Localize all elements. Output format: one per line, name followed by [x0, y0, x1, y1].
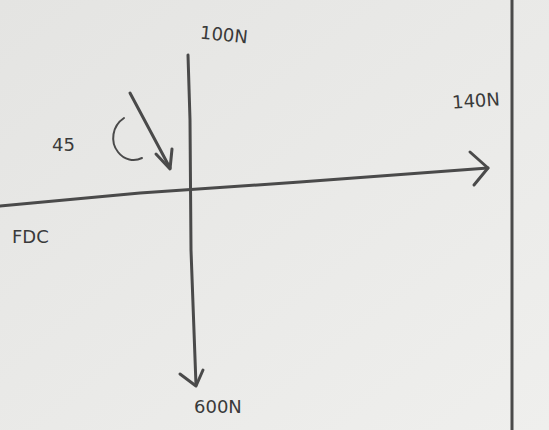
force-label: 140N: [451, 90, 500, 111]
angle-label: 45: [52, 136, 75, 154]
angle-arc: [113, 118, 142, 160]
horizontal-force-line: [0, 168, 488, 206]
wall-line: [511, 0, 514, 430]
vertical-force-line: [188, 55, 196, 385]
force-label: 600N: [194, 398, 242, 416]
force-label: 100N: [199, 24, 248, 47]
diagonal-force-arrow: [130, 93, 170, 168]
diagonal-arrowhead: [156, 149, 172, 169]
force-name-label: FDC: [12, 228, 49, 246]
downward-arrowhead: [180, 370, 203, 386]
right-arrowhead: [470, 152, 488, 185]
